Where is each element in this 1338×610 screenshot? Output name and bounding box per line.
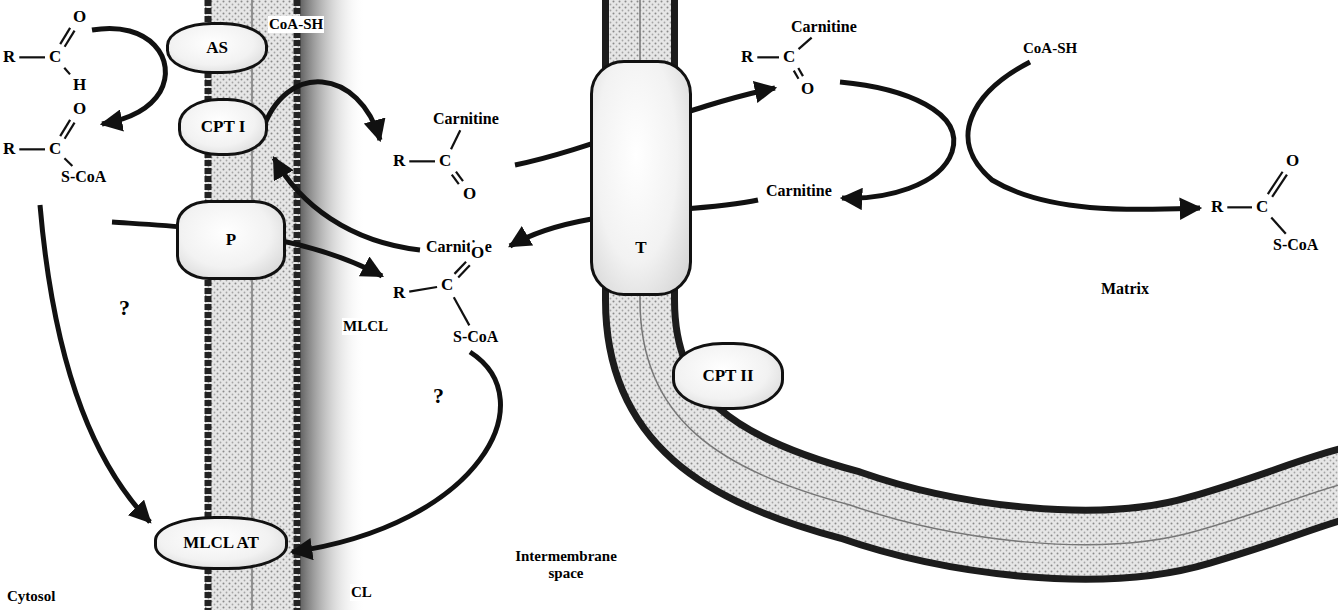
diagram-label: R [392,284,406,303]
chemical-bond [1227,206,1252,208]
diagram-label: ? [432,384,445,408]
diagram-label: R [1210,198,1224,217]
diagram-label: R [2,140,16,159]
protein-complex: CPT I [178,98,268,156]
diagram-label: Cytosol [6,588,56,605]
chemical-bond [19,148,45,150]
chemical-bond [64,158,72,166]
diagram-label: O [72,100,87,119]
chemical-bond [1272,175,1287,197]
reaction-arrow [968,62,1200,209]
chemical-bond [798,68,803,76]
protein-complex: AS [166,22,268,74]
diagram-label: C [1255,198,1269,217]
reaction-arrow [840,82,954,198]
diagram-label: S-CoA [60,168,107,186]
diagram-label: O [1285,152,1300,171]
diagram-label: R [392,152,406,171]
chemical-bond [456,172,463,181]
intermembrane-shading [296,0,366,610]
protein-name: MLCL AT [183,533,259,553]
chemical-bond [458,265,470,277]
diagram-label: Carnitine [765,182,833,200]
protein-name: CPT II [702,366,753,386]
chemical-bond [409,287,437,292]
diagram-label: MLCL [342,318,389,335]
diagram-label: Intermembrane space [500,548,632,581]
protein-name: AS [206,38,228,58]
diagram-label: O [470,244,485,263]
diagram-label: R [2,48,16,67]
reaction-arrows [40,28,1200,552]
protein-name: P [226,230,236,250]
chemical-bond [799,38,812,50]
diagram-label: C [48,140,62,159]
unknown-route-arrow [292,352,500,552]
chemical-bond [757,56,779,58]
diagram-label: C [440,276,454,295]
diagram-label: C [438,152,452,171]
diagram-label: Carnitine [790,18,858,36]
chemical-bond [451,130,460,149]
diagram-label: C [48,48,62,67]
chemical-bond [794,71,799,79]
diagram-label: H [72,76,87,95]
diagram-label: S-CoA [1272,236,1319,254]
reaction-arrow [274,158,420,250]
chemical-bond [409,160,435,162]
protein-name: CPT I [201,117,246,137]
diagram-label: CoA-SH [1022,40,1078,57]
unknown-route-arrow [40,205,150,522]
diagram-label: ? [118,296,131,320]
protein-complex: P [176,200,286,280]
membrane-leaflet [294,0,301,610]
reaction-arrow [262,82,380,140]
protein-complex: T [590,60,692,296]
diagram-label: S-CoA [452,328,499,346]
chemical-bond [1271,218,1286,234]
diagram-label: Matrix [1100,280,1150,298]
diagram-label: O [72,8,87,27]
chemical-bond [65,31,75,47]
diagram-label: Carnitine [432,110,500,128]
diagram-label: O [800,80,815,99]
diagram-label: O [462,185,477,204]
diagram-label: CL [350,584,373,601]
chemical-bond [65,123,75,139]
chemical-bond [64,68,70,75]
chemical-bond [19,56,45,58]
diagram-label: R [740,48,754,67]
chemical-bond [454,297,470,325]
protein-complex: CPT II [672,342,784,410]
chemical-bond [452,175,459,184]
protein-complex: MLCL AT [154,516,288,570]
diagram-label: CoA-SH [268,16,324,33]
reaction-arrow [92,28,165,124]
inner-membrane [640,0,1338,545]
protein-name: T [635,238,646,258]
diagram-label: C [782,48,796,67]
